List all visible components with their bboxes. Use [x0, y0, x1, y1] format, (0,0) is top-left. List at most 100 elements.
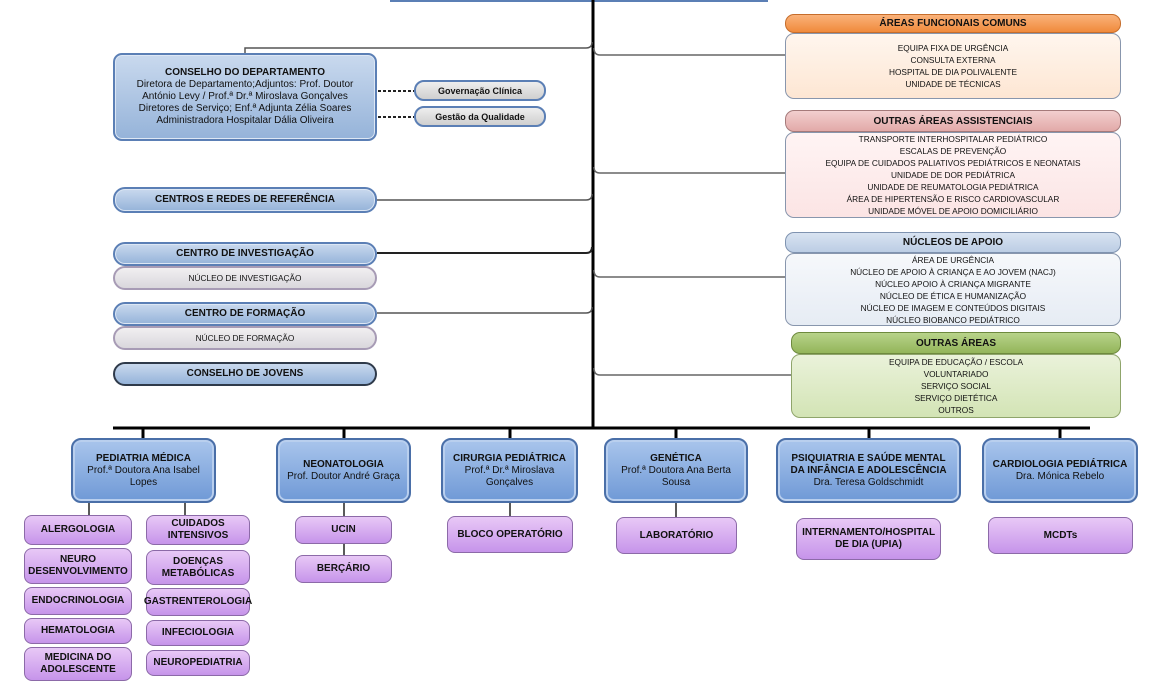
group-item: UNIDADE DE TÉCNICAS [905, 79, 1001, 89]
gestao-qualidade-box[interactable]: Gestão da Qualidade [414, 106, 546, 127]
dotted-links [378, 90, 414, 118]
left-branches [244, 41, 593, 314]
unit-doencas-metabolicas[interactable]: DOENÇAS METABÓLICAS [146, 550, 250, 585]
unit-medicina-adolescente[interactable]: MEDICINA DO ADOLESCENTE [24, 647, 132, 681]
group-item: VOLUNTARIADO [923, 369, 989, 379]
unit-label: NEURO DESENVOLVIMENTO [28, 554, 128, 577]
group-item: SERVIÇO SOCIAL [921, 381, 991, 391]
council-line: Diretora de Departamento;Adjuntos: Prof.… [136, 79, 354, 90]
unit-label: MCDTs [1043, 529, 1078, 541]
unit-bloco-operatorio[interactable]: BLOCO OPERATÓRIO [447, 516, 573, 553]
group-item: NÚCLEO BIOBANCO PEDIÁTRICO [886, 314, 1020, 325]
dept-head: Dra. Mónica Rebelo [1015, 470, 1105, 482]
unit-label: ALERGOLOGIA [40, 524, 116, 535]
dept-genetica[interactable]: GENÉTICA Prof.ª Doutora Ana Berta Sousa [604, 438, 748, 503]
unit-mcdts[interactable]: MCDTs [988, 517, 1133, 554]
outras-assistenciais-header[interactable]: OUTRAS ÁREAS ASSISTENCIAIS [785, 110, 1121, 132]
dept-title: CARDIOLOGIA PEDIÁTRICA [992, 458, 1128, 470]
unit-label: MEDICINA DO ADOLESCENTE [40, 652, 116, 675]
centro-investigacao-box[interactable]: CENTRO DE INVESTIGAÇÃO [113, 242, 377, 266]
centros-referencia-label: CENTROS E REDES DE REFERÊNCIA [154, 194, 336, 205]
centro-formacao-box[interactable]: CENTRO DE FORMAÇÃO [113, 302, 377, 326]
dept-title: PSIQUIATRIA E SAÚDE MENTAL DA INFÂNCIA E… [790, 452, 947, 476]
group-title: ÁREAS FUNCIONAIS COMUNS [879, 18, 1027, 29]
centro-investigacao-label: CENTRO DE INVESTIGAÇÃO [176, 248, 314, 259]
dept-pediatria-medica[interactable]: PEDIATRIA MÉDICA Prof.ª Doutora Ana Isab… [71, 438, 216, 503]
conselho-jovens-box[interactable]: CONSELHO DE JOVENS [113, 362, 377, 386]
outras-assistenciais-panel: TRANSPORTE INTERHOSPITALAR PEDIÁTRICO ES… [785, 132, 1121, 218]
group-title: OUTRAS ÁREAS ASSISTENCIAIS [873, 115, 1033, 127]
unit-label: HEMATOLOGIA [40, 625, 116, 636]
unit-label: INFECIOLOGIA [161, 627, 235, 638]
unit-label: UCIN [331, 524, 356, 535]
governacao-clinica-label: Governação Clínica [437, 85, 523, 96]
unit-neuropediatria[interactable]: NEUROPEDIATRIA [146, 650, 250, 676]
unit-label: INTERNAMENTO/HOSPITAL DE DIA (UPIA) [802, 527, 936, 550]
nucleos-apoio-panel: ÁREA DE URGÊNCIA NÚCLEO DE APOIO À CRIAN… [785, 253, 1121, 326]
unit-alergologia[interactable]: ALERGOLOGIA [24, 515, 132, 545]
outras-areas-panel: EQUIPA DE EDUCAÇÃO / ESCOLA VOLUNTARIADO… [791, 354, 1121, 418]
group-item: TRANSPORTE INTERHOSPITALAR PEDIÁTRICO [858, 134, 1048, 144]
group-item: ESCALAS DE PREVENÇÃO [899, 146, 1007, 156]
dept-title: GENÉTICA [650, 452, 702, 464]
unit-cuidados-intensivos[interactable]: CUIDADOS INTENSIVOS [146, 515, 250, 545]
council-title: CONSELHO DO DEPARTAMENTO [164, 67, 325, 78]
right-branches [593, 47, 791, 376]
dept-psiquiatria[interactable]: PSIQUIATRIA E SAÚDE MENTAL DA INFÂNCIA E… [776, 438, 961, 503]
gestao-qualidade-label: Gestão da Qualidade [435, 111, 525, 122]
dept-head: Prof.ª Doutora Ana Berta Sousa [621, 464, 731, 488]
dept-head: Prof.ª Dr.ª Miroslava Gonçalves [464, 464, 555, 488]
areas-funcionais-header[interactable]: ÁREAS FUNCIONAIS COMUNS [785, 14, 1121, 33]
unit-label: DOENÇAS METABÓLICAS [161, 555, 235, 579]
unit-laboratorio[interactable]: LABORATÓRIO [616, 517, 737, 554]
council-line: Administradora Hospitalar Dália Oliveira [156, 115, 334, 126]
group-item: NÚCLEO DE APOIO À CRIANÇA E AO JOVEM (NA… [850, 266, 1056, 277]
council-line: Diretores de Serviço; Enf.ª Adjunta Zéli… [138, 103, 352, 114]
unit-internamento-upia[interactable]: INTERNAMENTO/HOSPITAL DE DIA (UPIA) [796, 518, 941, 560]
group-item: EQUIPA DE CUIDADOS PALIATIVOS PEDIÁTRICO… [825, 158, 1081, 168]
nucleo-formacao-box[interactable]: NÚCLEO DE FORMAÇÃO [113, 326, 377, 350]
unit-label: GASTRENTEROLOGIA [143, 596, 253, 607]
dept-head: Dra. Teresa Goldschmidt [813, 476, 924, 488]
council-line: António Levy / Prof.ª Dr.ª Miroslava Gon… [142, 91, 348, 102]
group-item: UNIDADE DE REUMATOLOGIA PEDIÁTRICA [867, 182, 1039, 192]
unit-bercario[interactable]: BERÇÁRIO [295, 555, 392, 583]
group-item: EQUIPA DE EDUCAÇÃO / ESCOLA [888, 357, 1023, 367]
dept-cardiologia[interactable]: CARDIOLOGIA PEDIÁTRICA Dra. Mónica Rebel… [982, 438, 1138, 503]
unit-ucin[interactable]: UCIN [295, 516, 392, 544]
governacao-clinica-box[interactable]: Governação Clínica [414, 80, 546, 101]
unit-hematologia[interactable]: HEMATOLOGIA [24, 618, 132, 644]
unit-label: NEUROPEDIATRIA [153, 657, 243, 668]
unit-gastrenterologia[interactable]: GASTRENTEROLOGIA [143, 588, 253, 616]
unit-label: BLOCO OPERATÓRIO [457, 528, 563, 540]
unit-endocrinologia[interactable]: ENDOCRINOLOGIA [24, 587, 132, 615]
nucleo-formacao-label: NÚCLEO DE FORMAÇÃO [195, 333, 295, 343]
outras-areas-header[interactable]: OUTRAS ÁREAS [791, 332, 1121, 354]
dept-cirurgia-pediatrica[interactable]: CIRURGIA PEDIÁTRICA Prof.ª Dr.ª Miroslav… [441, 438, 578, 503]
unit-label: ENDOCRINOLOGIA [31, 595, 125, 606]
unit-infeciologia[interactable]: INFECIOLOGIA [146, 620, 250, 646]
unit-neuro-desenvolvimento[interactable]: NEURO DESENVOLVIMENTO [24, 548, 132, 584]
group-item: UNIDADE DE DOR PEDIÁTRICA [890, 170, 1015, 180]
dept-head: Prof. Doutor André Graça [287, 470, 400, 482]
centros-referencia-box[interactable]: CENTROS E REDES DE REFERÊNCIA [113, 187, 377, 213]
nucleos-apoio-header[interactable]: NÚCLEOS DE APOIO [785, 232, 1121, 253]
dept-neonatologia[interactable]: NEONATOLOGIA Prof. Doutor André Graça [276, 438, 411, 503]
unit-label: LABORATÓRIO [639, 529, 714, 541]
group-item: UNIDADE MÓVEL DE APOIO DOMICILIÁRIO [868, 206, 1038, 216]
nucleo-investigacao-box[interactable]: NÚCLEO DE INVESTIGAÇÃO [113, 266, 377, 290]
council-box[interactable]: CONSELHO DO DEPARTAMENTO Diretora de Dep… [113, 53, 377, 141]
centro-formacao-label: CENTRO DE FORMAÇÃO [184, 308, 306, 319]
group-title: OUTRAS ÁREAS [915, 337, 996, 349]
dept-title: NEONATOLOGIA [303, 458, 384, 470]
group-item: HOSPITAL DE DIA POLIVALENTE [888, 67, 1018, 77]
conselho-jovens-label: CONSELHO DE JOVENS [186, 368, 304, 379]
group-item: NÚCLEO DE ÉTICA E HUMANIZAÇÃO [879, 290, 1027, 301]
dept-head: Prof.ª Doutora Ana Isabel Lopes [87, 464, 200, 488]
group-item: SERVIÇO DIETÉTICA [914, 393, 998, 403]
unit-label: BERÇÁRIO [316, 563, 371, 574]
group-item: ÁREA DE URGÊNCIA [911, 254, 995, 265]
nucleo-investigacao-label: NÚCLEO DE INVESTIGAÇÃO [188, 273, 302, 283]
dept-title: CIRURGIA PEDIÁTRICA [453, 452, 566, 464]
